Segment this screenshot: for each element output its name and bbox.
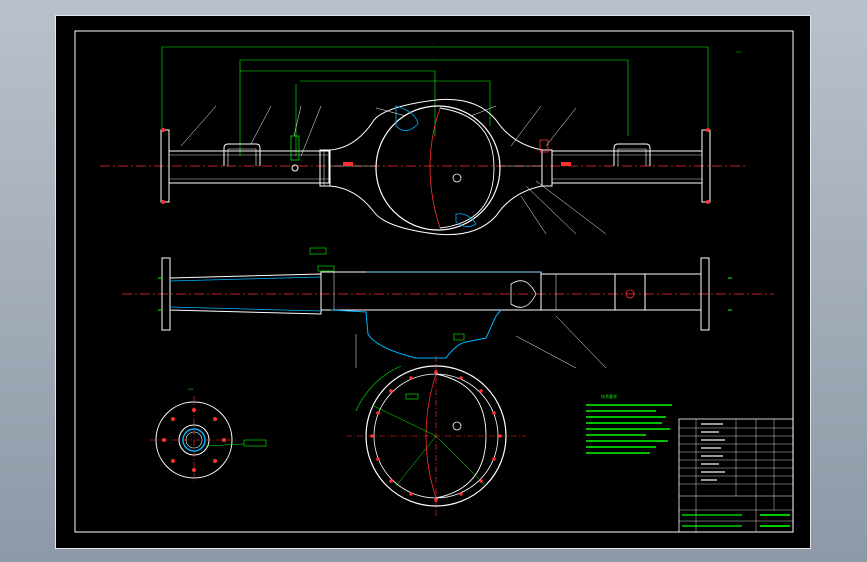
drawing-sheet: ... ... ▭▭ [55,15,811,549]
top-view: ... ... ▭▭ [100,42,746,236]
inner-frame [74,30,794,533]
svg-text:...: ... [431,55,434,59]
title-block [678,418,794,533]
svg-text:▭▭: ▭▭ [736,50,742,54]
banjo-ring [375,105,501,231]
technical-notes: 技术要求 [586,393,672,454]
front-section-view [122,247,774,369]
cad-drawing: ... ... ▭▭ [74,30,794,533]
notes-title: 技术要求 [601,393,617,399]
svg-text:...: ... [431,42,434,46]
section-label: A-A [188,387,194,391]
end-flange-view: A-A [150,387,267,484]
cover-plate-view [346,356,526,516]
